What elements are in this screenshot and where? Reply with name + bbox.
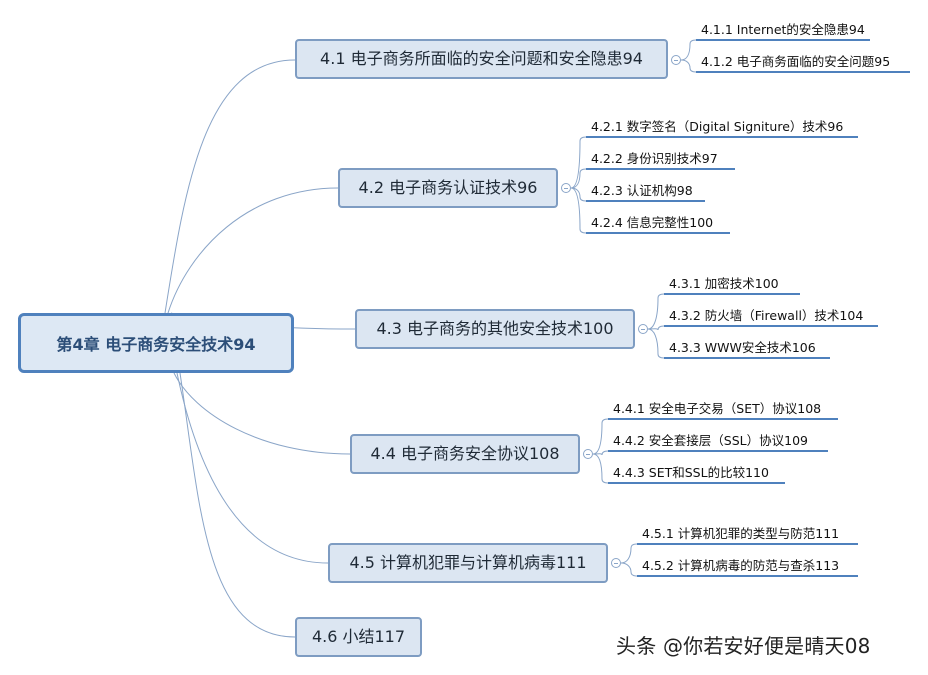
topic-4-3[interactable]: 4.3 电子商务的其他安全技术100 [355,309,635,349]
central-topic[interactable]: 第4章 电子商务安全技术94 [18,313,294,373]
branch-connector [647,328,665,359]
branch-connector [680,39,697,61]
collapse-toggle-icon[interactable] [671,55,681,65]
subtopic-4-4-2[interactable]: 4.4.2 安全套接层（SSL）协议109 [613,433,808,448]
subtopic-4-2-3[interactable]: 4.2.3 认证机构98 [591,183,693,198]
trunk-connector [173,372,351,455]
topic-4-6[interactable]: 4.6 小结117 [295,617,422,657]
trunk-connector [167,187,339,314]
branch-connector [570,136,587,189]
branch-connector [570,168,587,189]
branch-connector [647,293,665,330]
subtopic-4-1-2[interactable]: 4.1.2 电子商务面临的安全问题95 [701,54,891,69]
collapse-toggle-icon[interactable] [583,449,593,459]
branch-connector [592,453,609,484]
trunk-connector [164,59,296,314]
subtopic-4-2-2[interactable]: 4.2.2 身份识别技术97 [591,151,718,166]
topic-4-5[interactable]: 4.5 计算机犯罪与计算机病毒111 [328,543,608,583]
topic-4-2[interactable]: 4.2 电子商务认证技术96 [338,168,558,208]
subtopic-4-3-2[interactable]: 4.3.2 防火墙（Firewall）技术104 [669,308,864,323]
trunk-connector [176,372,329,564]
subtopic-4-4-1[interactable]: 4.4.1 安全电子交易（SET）协议108 [613,401,822,416]
branch-connector [592,450,609,456]
branch-connector [592,418,609,455]
subtopic-4-2-1[interactable]: 4.2.1 数字签名（Digital Signiture）技术96 [591,119,844,134]
branch-connector [620,543,638,564]
subtopic-4-1-1[interactable]: 4.1.1 Internet的安全隐患94 [701,22,865,37]
collapse-toggle-icon[interactable] [611,558,621,568]
watermark-text: 头条 @你若安好便是晴天08 [616,634,871,658]
branch-connector [570,187,587,202]
trunk-connector [179,372,296,638]
subtopic-4-5-2[interactable]: 4.5.2 计算机病毒的防范与查杀113 [642,558,840,573]
subtopic-4-3-3[interactable]: 4.3.3 WWW安全技术106 [669,340,816,355]
branch-connector [647,325,665,331]
subtopic-4-4-3[interactable]: 4.4.3 SET和SSL的比较110 [613,465,769,480]
subtopic-4-2-4[interactable]: 4.2.4 信息完整性100 [591,215,714,230]
subtopic-4-5-1[interactable]: 4.5.1 计算机犯罪的类型与防范111 [642,526,840,541]
branch-connector [620,562,638,577]
topic-4-1[interactable]: 4.1 电子商务所面临的安全问题和安全隐患94 [295,39,668,79]
collapse-toggle-icon[interactable] [638,324,648,334]
topic-4-4[interactable]: 4.4 电子商务安全协议108 [350,434,580,474]
branch-connector [570,187,587,234]
collapse-toggle-icon[interactable] [561,183,571,193]
branch-connector [680,59,697,73]
subtopic-4-3-1[interactable]: 4.3.1 加密技术100 [669,276,779,291]
